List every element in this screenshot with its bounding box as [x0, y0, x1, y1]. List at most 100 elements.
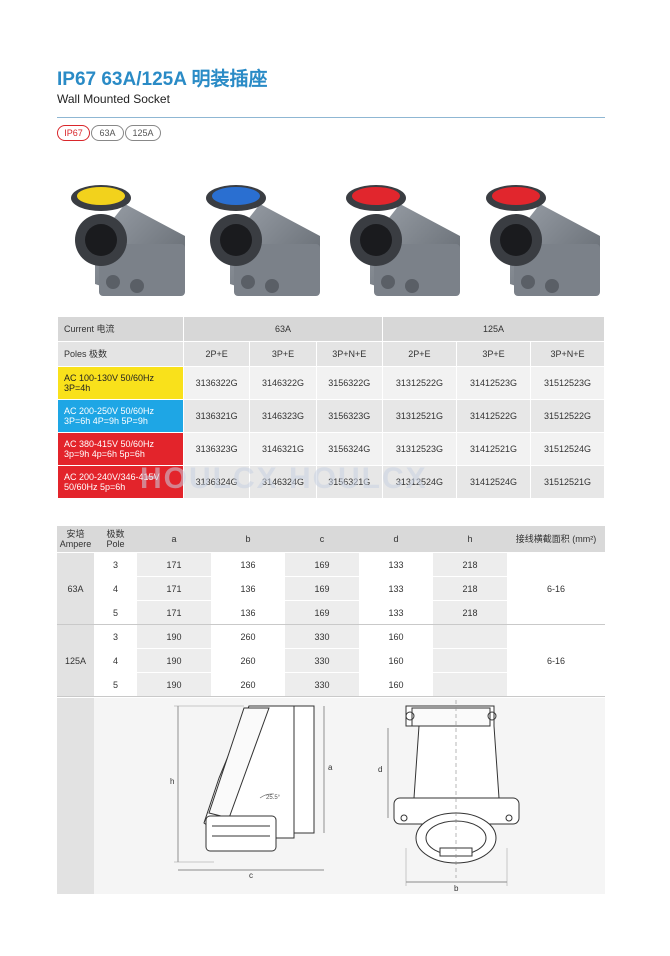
table-row: 63A 3 171 136 169 133 218 6-16 — [57, 552, 605, 625]
ampere-cell: 63A — [57, 552, 94, 625]
value-cell: 260 — [211, 624, 285, 649]
col-a: a — [137, 526, 211, 553]
value-cell: 260 — [211, 648, 285, 673]
watermark: HOULCX HOULCX — [140, 462, 428, 495]
title-divider — [57, 117, 605, 118]
drawing-panel-left — [57, 698, 94, 894]
pole-cell: 4 — [94, 648, 137, 673]
wire-cell: 6-16 — [507, 624, 605, 697]
dim-h-label: h — [170, 777, 174, 786]
current-label: Current 电流 — [57, 316, 184, 342]
value-cell: 160 — [359, 648, 433, 673]
code-cell: 3146324G — [249, 465, 317, 499]
code-cell: 31512521G — [529, 465, 606, 499]
code-cell: 3136322G — [182, 366, 251, 400]
table-row: 125A 3 190 260 330 160 6-16 — [57, 624, 605, 697]
code-cell: 31312521G — [381, 399, 457, 433]
value-cell: 190 — [137, 624, 211, 649]
value-cell: 171 — [137, 600, 211, 625]
ampere-cell: 125A — [57, 624, 94, 697]
poles-label: Poles 极数 — [57, 341, 184, 367]
product-code-table: Current 电流 63A 125A Poles 极数 2P+E 3P+E 3… — [57, 316, 606, 499]
code-cell: 31412523G — [455, 366, 531, 400]
code-cell: 3136324G — [182, 465, 251, 499]
current-63a: 63A — [183, 316, 383, 342]
value-cell: 330 — [285, 624, 359, 649]
code-cell: 31512523G — [529, 366, 606, 400]
drawing-panel — [57, 698, 605, 894]
value-cell: 136 — [211, 552, 285, 577]
wire-cell: 6-16 — [507, 552, 605, 625]
pole-header: 2P+E — [182, 341, 251, 367]
code-cell: 3156324G — [315, 432, 383, 466]
value-cell: 218 — [433, 600, 507, 625]
table-row: 5 171 136 169 133 218 — [57, 600, 605, 625]
pole-cell: 4 — [94, 576, 137, 601]
value-cell — [433, 624, 507, 649]
value-cell — [433, 648, 507, 673]
value-cell: 330 — [285, 672, 359, 697]
code-cell: 3146323G — [249, 399, 317, 433]
code-cell: 31412524G — [455, 465, 531, 499]
page-title: IP67 63A/125A 明装插座 — [57, 69, 268, 90]
pole-cell: 3 — [94, 552, 137, 577]
product-socket-red-2 — [486, 185, 600, 296]
value-cell: 136 — [211, 576, 285, 601]
code-cell: 31412522G — [455, 399, 531, 433]
pole-header: 3P+E — [455, 341, 531, 367]
col-wire: 接线横截面积 (mm²) — [507, 526, 605, 553]
table-row: 5 190 260 330 160 — [57, 672, 605, 697]
tag-125a: 125A — [125, 125, 161, 141]
col-d: d — [359, 526, 433, 553]
code-cell: 3156323G — [315, 399, 383, 433]
code-cell: 31512524G — [529, 432, 606, 466]
value-cell: 160 — [359, 672, 433, 697]
value-cell: 169 — [285, 576, 359, 601]
dim-d-label: d — [378, 765, 382, 774]
code-cell: 31412521G — [455, 432, 531, 466]
value-cell: 190 — [137, 672, 211, 697]
pole-header: 3P+N+E — [315, 341, 383, 367]
dim-b-label: b — [454, 884, 459, 893]
pole-header: 3P+N+E — [529, 341, 606, 367]
tag-ip67: IP67 — [57, 125, 90, 141]
value-cell: 260 — [211, 672, 285, 697]
code-cell: 31512522G — [529, 399, 606, 433]
table-row: 4 190 260 330 160 — [57, 648, 605, 673]
value-cell: 330 — [285, 648, 359, 673]
page-subtitle: Wall Mounted Socket — [57, 92, 170, 106]
code-cell: 31312522G — [381, 366, 457, 400]
code-cell: 3136321G — [182, 399, 251, 433]
value-cell: 169 — [285, 600, 359, 625]
value-cell — [433, 672, 507, 697]
dim-c-label: c — [249, 871, 253, 880]
value-cell: 133 — [359, 600, 433, 625]
value-cell: 133 — [359, 576, 433, 601]
value-cell: 171 — [137, 552, 211, 577]
dimension-drawing: h a c 25.5° d b — [170, 700, 520, 893]
pole-header: 3P+E — [249, 341, 317, 367]
value-cell: 171 — [137, 576, 211, 601]
code-cell: 3156322G — [315, 366, 383, 400]
value-cell: 218 — [433, 576, 507, 601]
code-cell: 31312523G — [381, 432, 457, 466]
pole-header: 2P+E — [381, 341, 457, 367]
product-socket-blue — [206, 185, 320, 296]
tag-63a: 63A — [91, 125, 124, 141]
value-cell: 160 — [359, 624, 433, 649]
value-cell: 218 — [433, 552, 507, 577]
col-b: b — [211, 526, 285, 553]
value-cell: 190 — [137, 648, 211, 673]
col-c: c — [285, 526, 359, 553]
code-cell: 31312524G — [381, 465, 457, 499]
